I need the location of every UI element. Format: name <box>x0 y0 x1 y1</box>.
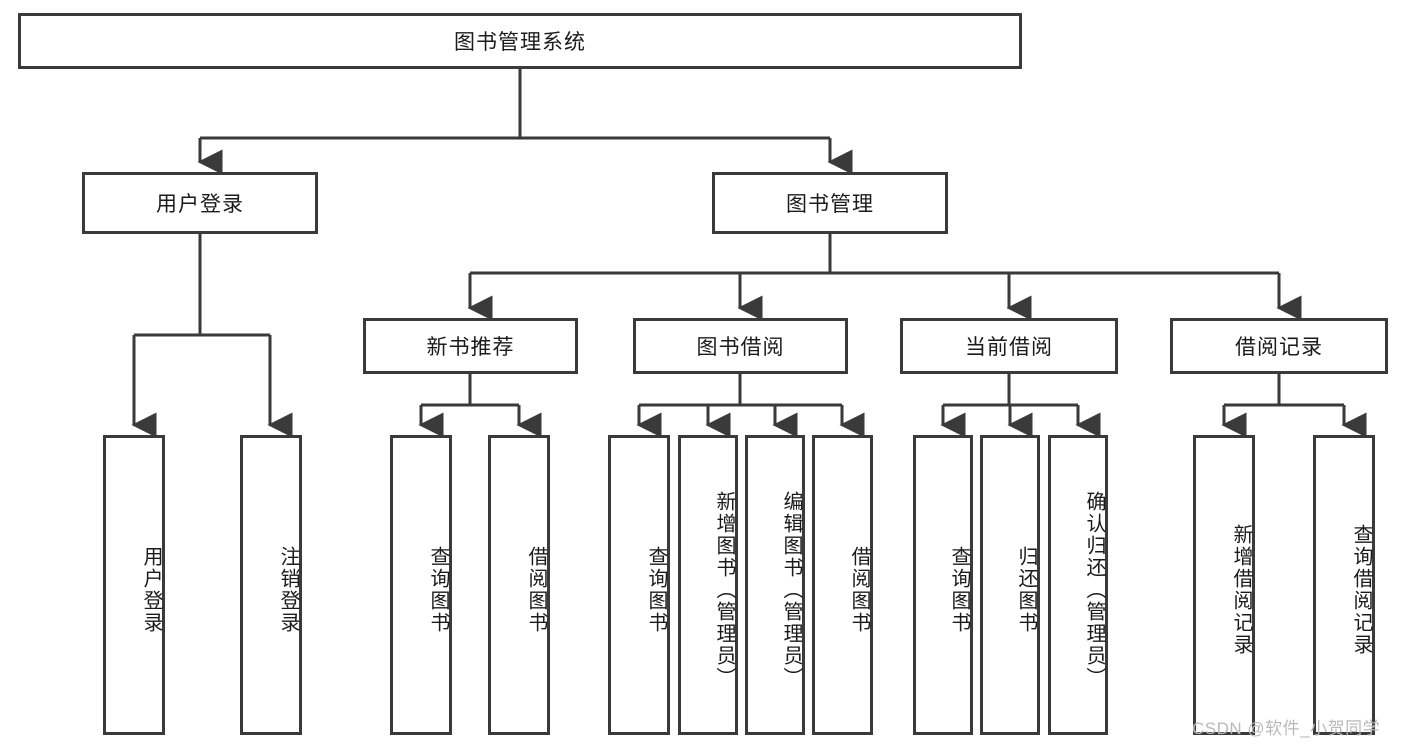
node-leaf-query-book-rec[interactable]: 查询图书 <box>390 435 452 735</box>
node-leaf-query-book-rec-label: 查询图书 <box>427 546 449 634</box>
node-borrow-record[interactable]: 借阅记录 <box>1170 318 1388 374</box>
node-book-borrow-label: 图书借阅 <box>696 336 785 359</box>
node-leaf-query-borrow-record-label: 查询借阅记录 <box>1350 524 1372 656</box>
node-leaf-borrow-book-rec[interactable]: 借阅图书 <box>488 435 550 735</box>
node-leaf-query-book-borrow-label: 查询图书 <box>645 546 667 634</box>
watermark-text: CSDN @软件_小贺同学 <box>1192 719 1381 738</box>
node-leaf-user-login-label: 用户登录 <box>140 546 162 634</box>
node-leaf-query-book-current-label: 查询图书 <box>948 546 970 634</box>
node-leaf-add-borrow-record-label: 新增借阅记录 <box>1230 524 1252 656</box>
node-root-label: 图书管理系统 <box>454 31 586 54</box>
node-leaf-return-book-label: 归还图书 <box>1015 546 1037 634</box>
node-leaf-logout-login-label: 注销登录 <box>277 546 299 634</box>
node-book-borrow[interactable]: 图书借阅 <box>633 318 848 374</box>
node-leaf-borrow-book-label: 借阅图书 <box>848 546 870 634</box>
node-leaf-borrow-book[interactable]: 借阅图书 <box>812 435 873 735</box>
node-leaf-add-borrow-record[interactable]: 新增借阅记录 <box>1193 435 1255 735</box>
node-leaf-logout-login[interactable]: 注销登录 <box>240 435 302 735</box>
node-leaf-confirm-return[interactable]: 确认归还（管理员） <box>1048 435 1108 735</box>
node-current-borrow-label: 当前借阅 <box>965 336 1053 359</box>
node-user-login-label: 用户登录 <box>156 193 244 216</box>
node-leaf-add-book-label: 新增图书（管理员） <box>713 491 735 689</box>
node-leaf-query-book-current[interactable]: 查询图书 <box>913 435 973 735</box>
node-leaf-query-borrow-record[interactable]: 查询借阅记录 <box>1313 435 1375 735</box>
node-borrow-record-label: 借阅记录 <box>1235 336 1323 359</box>
node-leaf-add-book[interactable]: 新增图书（管理员） <box>678 435 738 735</box>
node-user-login[interactable]: 用户登录 <box>82 172 318 234</box>
node-root[interactable]: 图书管理系统 <box>18 13 1022 69</box>
node-new-book-recommend[interactable]: 新书推荐 <box>363 318 578 374</box>
node-current-borrow[interactable]: 当前借阅 <box>900 318 1118 374</box>
node-book-manage[interactable]: 图书管理 <box>712 172 948 234</box>
node-leaf-edit-book-label: 编辑图书（管理员） <box>780 491 802 689</box>
node-book-manage-label: 图书管理 <box>786 193 874 216</box>
node-leaf-borrow-book-rec-label: 借阅图书 <box>525 546 547 634</box>
node-leaf-confirm-return-label: 确认归还（管理员） <box>1083 491 1105 689</box>
node-leaf-query-book-borrow[interactable]: 查询图书 <box>608 435 670 735</box>
node-leaf-edit-book[interactable]: 编辑图书（管理员） <box>745 435 805 735</box>
node-leaf-user-login[interactable]: 用户登录 <box>103 435 165 735</box>
node-new-book-recommend-label: 新书推荐 <box>426 336 515 359</box>
node-leaf-return-book[interactable]: 归还图书 <box>980 435 1040 735</box>
